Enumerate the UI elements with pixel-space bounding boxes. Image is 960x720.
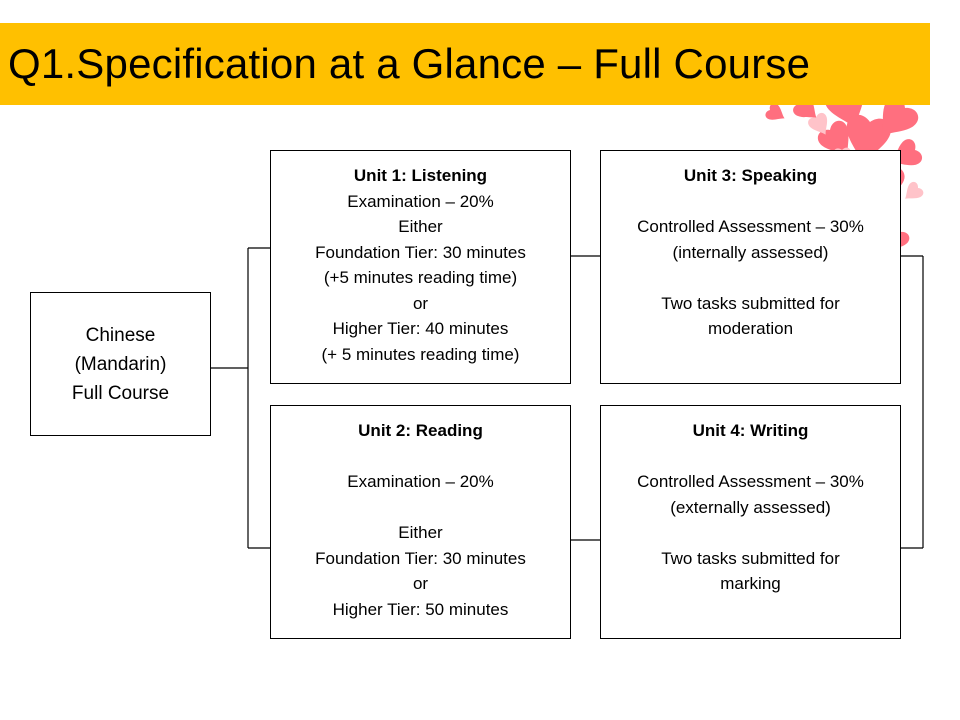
unit-line: Examination – 20% [347,191,494,211]
course-line: Full Course [71,382,170,404]
unit-line: Higher Tier: 50 minutes [332,599,509,619]
unit-line: or [412,293,429,313]
unit-line: or [412,574,429,593]
course-line: (Mandarin) [74,353,167,375]
unit-line: Examination – 20% [347,472,494,491]
unit-line: (internally assessed) [672,242,829,262]
unit-line: moderation [707,319,794,338]
unit-line [271,495,570,521]
unit-title: Unit 1: Listening [353,166,488,185]
unit-line: (+ 5 minutes reading time) [321,344,520,364]
unit-line: (externally assessed) [670,497,831,517]
unit-line: Foundation Tier: 30 minutes [315,242,526,262]
unit-line: Higher Tier: 40 minutes [332,319,509,338]
unit-line: Two tasks submitted for [661,293,840,313]
unit-line [601,444,900,470]
unit-line [601,189,900,215]
unit-line [601,520,900,546]
unit3-speaking-box: Unit 3: Speaking Controlled Assessment –… [600,150,901,384]
unit-line: (+5 minutes reading time) [323,268,518,287]
unit-line: Either [398,217,443,236]
unit-line: marking [720,574,781,593]
unit-line [601,265,900,291]
unit-line: Foundation Tier: 30 minutes [315,548,526,568]
unit-title: Unit 2: Reading [358,421,483,440]
title-bar: Q1.Specification at a Glance – Full Cour… [0,23,930,105]
unit-title: Unit 4: Writing [692,421,809,440]
unit-line [271,444,570,470]
unit2-reading-box: Unit 2: Reading Examination – 20% Either… [270,405,571,639]
unit-line: Controlled Assessment – 30% [637,472,864,491]
unit-line: Two tasks submitted for [661,548,840,568]
unit1-listening-box: Unit 1: Listening Examination – 20% Eith… [270,150,571,384]
course-box: Chinese (Mandarin) Full Course [30,292,211,436]
page-title: Q1.Specification at a Glance – Full Cour… [8,40,811,87]
course-line: Chinese [85,324,156,346]
unit-line: Controlled Assessment – 30% [637,217,864,236]
unit-line: Either [398,523,443,542]
unit-title: Unit 3: Speaking [683,166,818,185]
unit4-writing-box: Unit 4: Writing Controlled Assessment – … [600,405,901,639]
